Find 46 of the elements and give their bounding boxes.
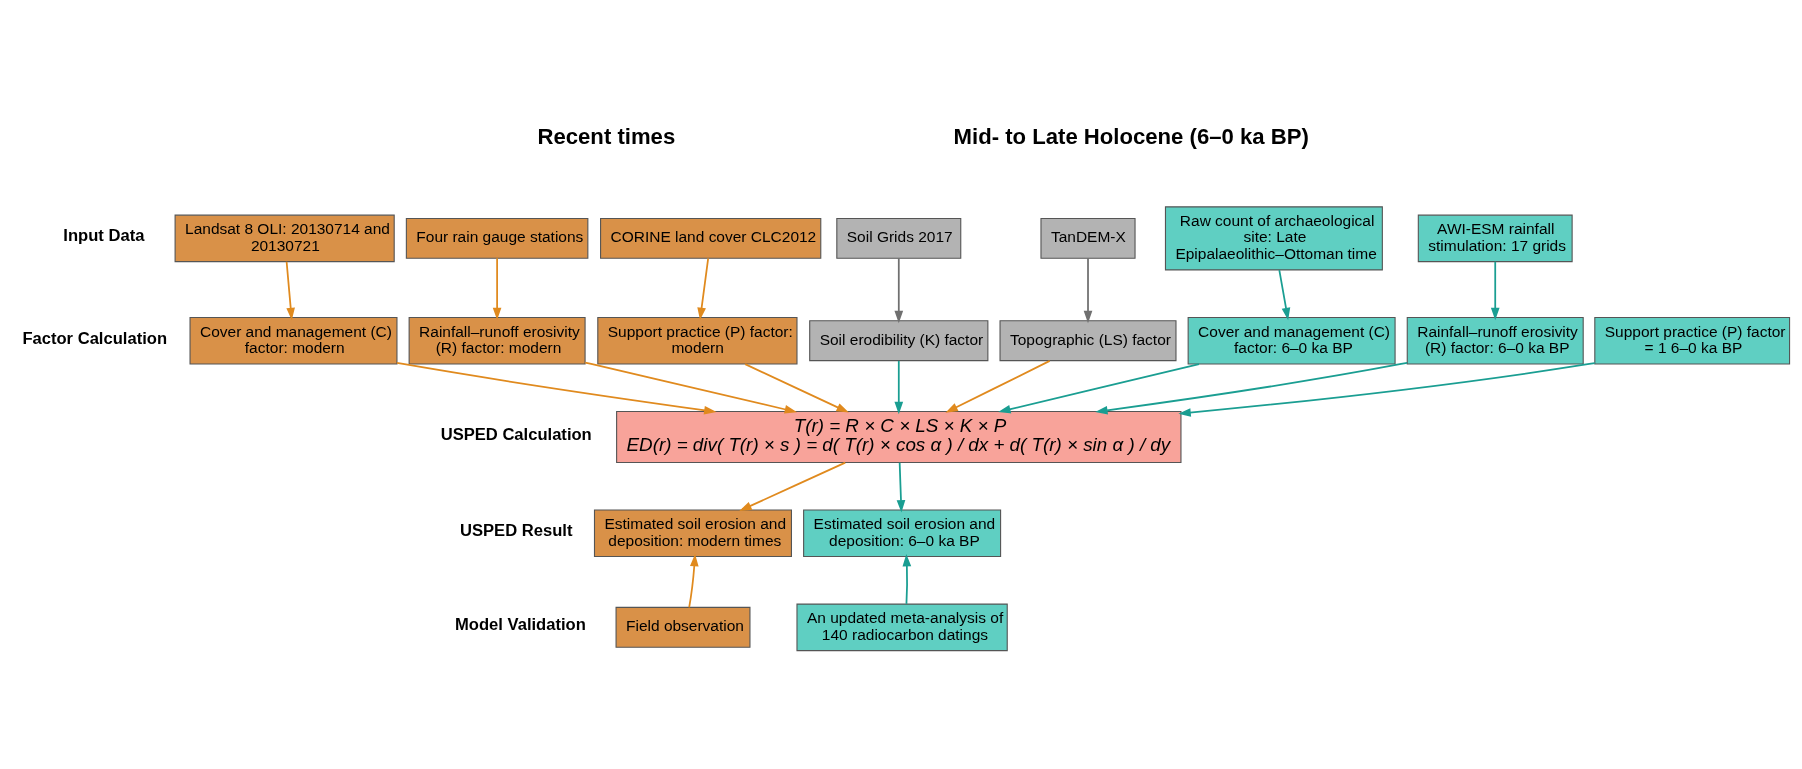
arrow xyxy=(896,461,906,513)
node-box: Four rain gauge stations xyxy=(405,217,589,259)
arrow xyxy=(1095,361,1409,415)
arrow xyxy=(902,553,912,605)
node-box: CORINE land cover CLC2012 xyxy=(600,217,822,259)
node-box: Raw count of archaeological site: Late Epipalaeolithic–Ottoman time xyxy=(1164,205,1383,270)
label: Mid- to Late Holocene (6–0 ka BP) xyxy=(953,123,1309,149)
node-box: Rainfall–runoff erosivity (R) factor: 6–0 ka BP xyxy=(1406,316,1584,365)
node-box: Landsat 8 OLI: 20130714 and 20130721 xyxy=(174,214,395,262)
arrow xyxy=(744,362,849,413)
node-box: Soil Grids 2017 xyxy=(836,217,962,259)
arrow xyxy=(697,256,710,320)
node-box: Field observation xyxy=(615,606,751,648)
arrow xyxy=(998,362,1200,413)
node-box: Support practice (P) factor = 1 6–0 ka BP xyxy=(1594,316,1791,365)
arrow xyxy=(584,361,798,414)
arrow xyxy=(1490,260,1500,320)
arrow xyxy=(945,359,1051,413)
node-box: Cover and management (C) factor: 6–0 ka BP xyxy=(1187,316,1396,365)
arrow xyxy=(1278,268,1291,320)
arrow xyxy=(285,260,295,320)
arrow xyxy=(1178,361,1596,417)
node-box: Estimated soil erosion and deposition: modern times xyxy=(593,509,792,557)
arrow xyxy=(492,256,502,320)
label: Input Data xyxy=(63,225,145,245)
arrow xyxy=(1083,256,1093,323)
node-box: Estimated soil erosion and deposition: 6–0 ka BP xyxy=(803,509,1002,557)
label: USPED Result xyxy=(460,520,573,540)
node-box: Topographic (LS) factor xyxy=(999,319,1177,361)
node-box: Rainfall–runoff erosivity (R) factor: modern xyxy=(408,316,586,365)
node-box: An updated meta-analysis of 140 radiocarbon datings xyxy=(796,603,1008,651)
label: Factor Calculation xyxy=(22,328,168,347)
arrow xyxy=(396,361,717,415)
label: USPED Calculation xyxy=(440,424,592,444)
arrow xyxy=(688,553,699,608)
node-box: TanDEM-X xyxy=(1040,217,1136,259)
label: Recent times xyxy=(537,123,676,149)
node-box: T(r) = R × C × LS × K × P ED(r) = div( T(r) × s ) = d( T(r) × cos α ) / dx + d( T(r) × sin α ) / dy xyxy=(616,410,1182,463)
node-box: Soil erodibility (K) factor xyxy=(809,319,989,361)
arrow xyxy=(739,461,847,511)
node-box: AWI-ESM rainfall stimulation: 17 grids xyxy=(1417,214,1573,262)
node-box: Cover and management (C) factor: modern xyxy=(189,316,398,365)
arrow xyxy=(894,359,904,414)
node-box: Support practice (P) factor: modern xyxy=(597,316,798,365)
arrow xyxy=(894,256,904,323)
label: Model Validation xyxy=(455,614,586,634)
